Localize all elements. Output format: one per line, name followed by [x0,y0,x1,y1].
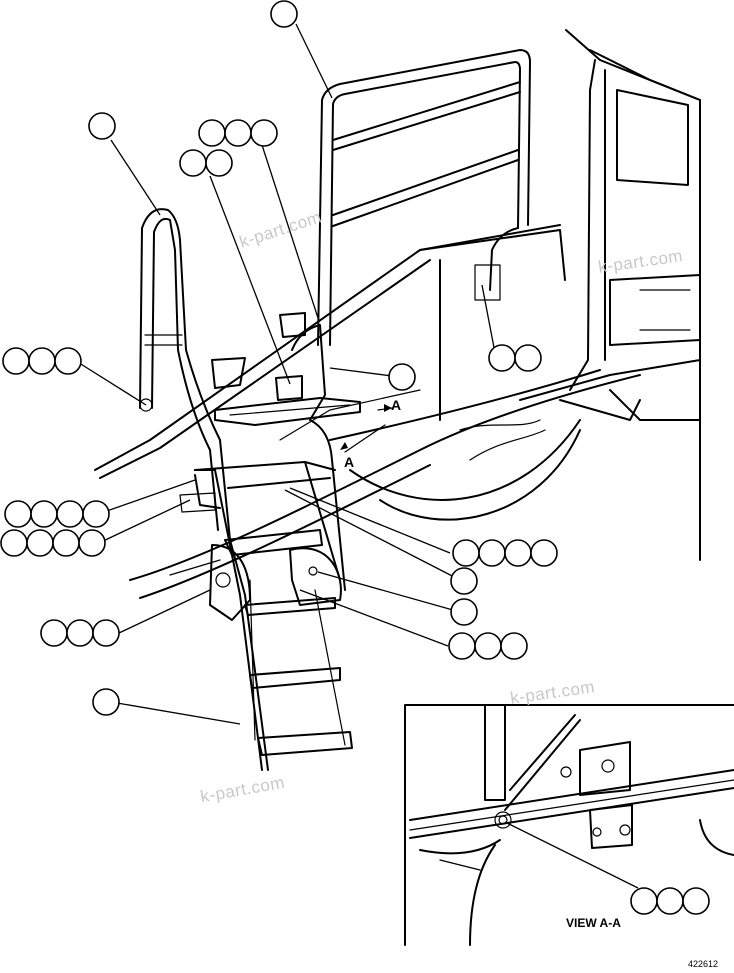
drawing-number: 422612 [688,959,719,969]
callout-balloon [388,363,416,391]
callout-balloon [56,500,84,528]
callout-balloon [682,887,710,915]
callout-balloon [82,500,110,528]
callout-balloon [500,632,528,660]
callout-balloon [452,539,480,567]
section-mark-label: A [344,454,355,470]
walkway-edge [94,224,641,599]
callout-balloon [92,619,120,647]
callout-balloon [179,149,207,177]
callout-balloon [88,112,116,140]
platform-bracket [211,312,361,591]
callout-balloon [66,619,94,647]
callout-balloon [40,619,68,647]
callout-balloon [4,500,32,528]
access-ladder [179,461,353,771]
callout-balloon [450,567,478,595]
callout-balloon [26,529,54,557]
leader-lines [75,23,639,889]
callout-balloon [514,344,542,372]
callout-balloon [78,529,106,557]
view-aa-detail [404,704,734,946]
machine-body [279,29,701,561]
section-arrows [340,404,393,453]
callout-balloon [224,119,252,147]
callout-balloon [198,119,226,147]
callout-balloon [530,539,558,567]
callout-balloon [28,347,56,375]
callout-balloon [270,0,298,28]
callout-balloon [504,539,532,567]
callout-balloon [656,887,684,915]
upper-handrail [317,49,531,346]
callout-balloon [92,688,120,716]
callout-balloon [488,344,516,372]
callout-balloon [54,347,82,375]
callout-balloon [250,119,278,147]
callout-balloon [448,632,476,660]
callout-balloons [0,0,710,915]
callout-balloon [52,529,80,557]
section-mark-label: A [391,397,402,413]
callout-balloon [450,598,478,626]
callout-balloon [0,529,28,557]
callout-balloon [474,632,502,660]
left-handrail [139,208,231,541]
callout-balloon [2,347,30,375]
callout-balloon [30,500,58,528]
callout-balloon [205,149,233,177]
callout-balloon [478,539,506,567]
view-title: VIEW A-A [566,916,621,930]
callout-balloon [630,887,658,915]
